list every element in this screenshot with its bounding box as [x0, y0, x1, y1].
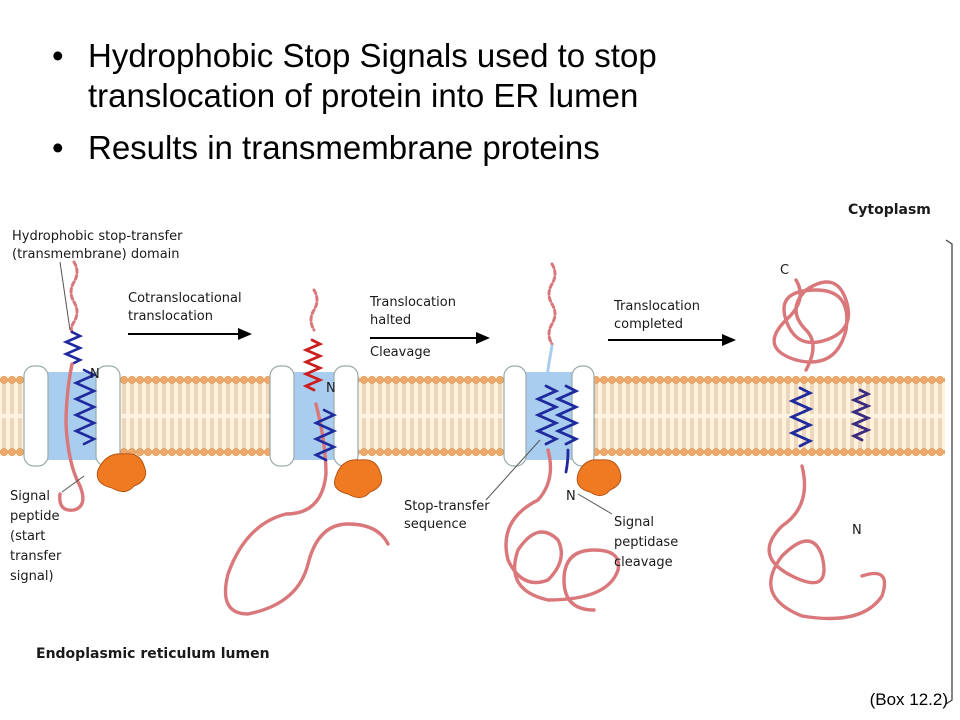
region-bracket [945, 239, 953, 705]
label-cytoplasm: Cytoplasm [848, 202, 931, 218]
slide-bullets: Hydrophobic Stop Signals used to stop tr… [52, 36, 848, 180]
label-c-4: C [780, 263, 789, 278]
label-domain-1: Hydrophobic stop-transfer [12, 229, 183, 244]
label-signal-1: Signal [10, 489, 50, 504]
label-signal-4: transfer [10, 549, 62, 564]
arrow-2 [370, 332, 490, 344]
label-n-1: N [90, 367, 100, 382]
label-step3-1: Translocation [613, 299, 700, 314]
protein-4 [767, 278, 887, 621]
label-step1-2: translocation [128, 309, 213, 324]
peptidase-3 [576, 459, 622, 496]
label-n-3: N [566, 489, 576, 504]
label-signal-2: peptide [10, 509, 59, 524]
protein-3 [504, 262, 621, 612]
peptidase-1 [96, 453, 147, 492]
protein-1 [58, 260, 98, 512]
peptidase-2 [334, 459, 383, 498]
pointer-cleavage [577, 493, 613, 515]
label-n-2: N [326, 381, 336, 396]
translocon-1 [23, 365, 121, 467]
label-signal-5: signal) [10, 569, 54, 584]
label-domain-2: (transmembrane) domain [12, 247, 180, 262]
bullet-2: Results in transmembrane proteins [52, 128, 848, 168]
label-n-4: N [852, 523, 862, 538]
figure-caption: (Box 12.2) [869, 690, 948, 709]
label-step2-1: Translocation [369, 295, 456, 310]
bullet-1: Hydrophobic Stop Signals used to stop tr… [52, 36, 848, 116]
label-step2-3: Cleavage [370, 345, 431, 360]
arrow-3 [608, 334, 736, 346]
arrow-1 [128, 328, 252, 340]
label-signal-3: (start [10, 529, 45, 544]
label-stop-1: Stop-transfer [404, 499, 490, 514]
label-step2-2: halted [370, 313, 411, 328]
label-step1-1: Cotranslocational [128, 291, 242, 306]
label-cleavage-2: peptidase [614, 535, 678, 550]
label-er-lumen: Endoplasmic reticulum lumen [36, 646, 270, 662]
pointer-stop [485, 439, 541, 501]
membrane-lipids [0, 376, 945, 456]
pointer-signal [61, 475, 85, 493]
pointer-domain [59, 261, 71, 331]
label-stop-2: sequence [404, 517, 467, 532]
label-cleavage-1: Signal [614, 515, 654, 530]
label-step3-2: completed [614, 317, 683, 332]
translocon-2 [269, 365, 359, 467]
protein-2 [223, 288, 390, 616]
label-cleavage-3: cleavage [614, 555, 673, 570]
